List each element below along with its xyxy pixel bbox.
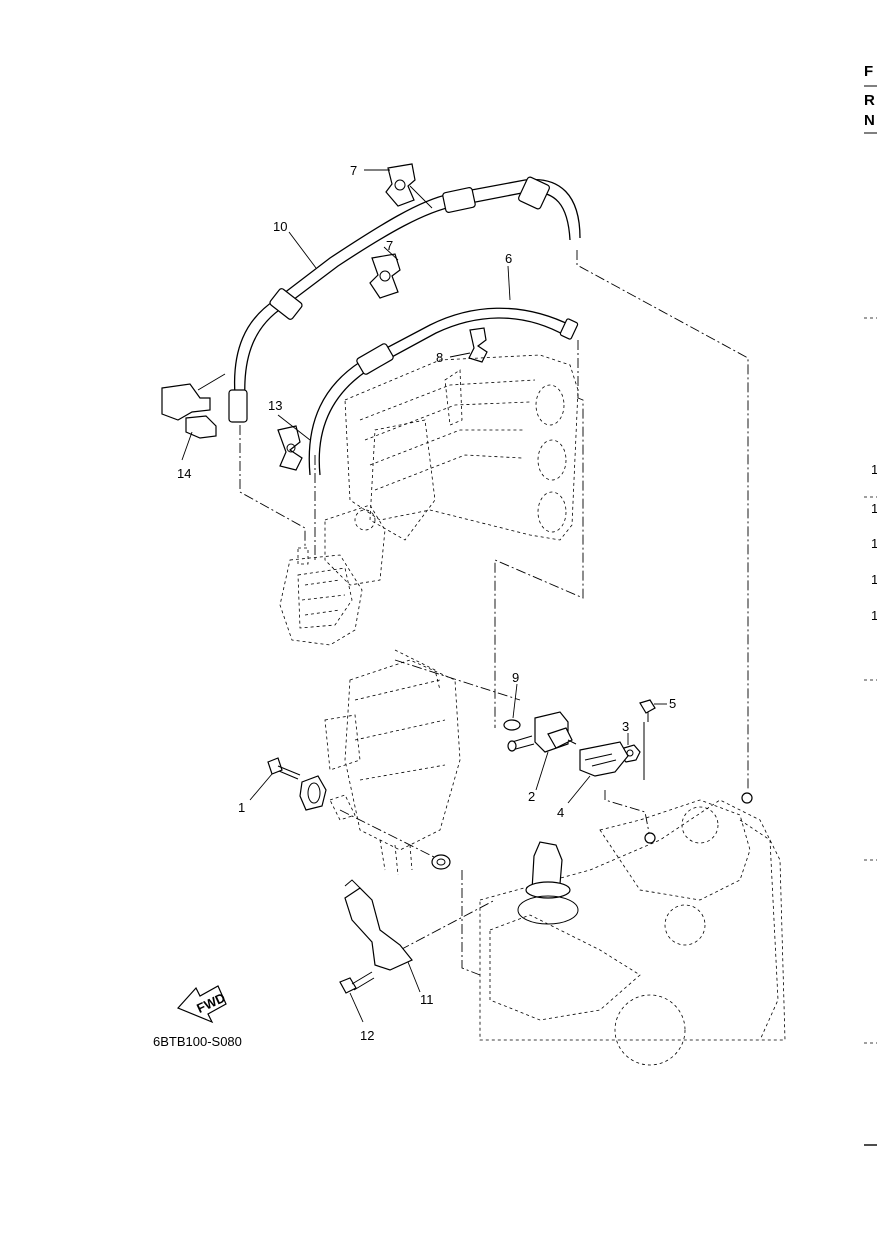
callout-3: 3 (622, 719, 629, 734)
leader-lines (181, 169, 667, 1023)
callout-7: 7 (386, 238, 393, 253)
clip-7-lower (369, 253, 401, 299)
callout-11: 11 (420, 992, 434, 1007)
hose-end-cap (228, 389, 248, 423)
clip-8 (468, 327, 488, 363)
edge-digit: 1 (871, 608, 877, 623)
collar (431, 854, 451, 870)
hose-joint (269, 288, 303, 320)
intake-manifold (344, 354, 579, 541)
callout-1: 1 (238, 800, 245, 815)
part-9-clamp (503, 719, 521, 731)
edge-letter: F (864, 63, 873, 80)
part-5-bolt (639, 699, 656, 780)
part-2-sensor (507, 711, 577, 753)
part-11-bracket (344, 879, 413, 971)
part-4-bracket (579, 741, 629, 777)
hose-10 (228, 176, 581, 423)
fwd-arrow-icon: FWD (176, 985, 227, 1024)
hose-joint (442, 187, 476, 213)
hose-joint (518, 176, 550, 210)
throttle-body (279, 504, 386, 646)
engine-block (479, 792, 786, 1066)
edge-digit: 1 (871, 536, 877, 551)
callout-14: 14 (177, 466, 191, 481)
hose-6 (308, 307, 579, 476)
callout-4: 4 (557, 805, 564, 820)
callout-7: 7 (350, 163, 357, 178)
callout-8: 8 (436, 350, 443, 365)
callout-9: 9 (512, 670, 519, 685)
edge-letter: N (864, 112, 875, 129)
callouts: 7 10 7 6 8 13 14 9 5 3 1 2 4 11 12 (177, 163, 676, 1043)
reference-lines (239, 250, 749, 976)
callout-12: 12 (360, 1028, 374, 1043)
edge-letter: R (864, 92, 875, 109)
edge-digit: 1 (871, 501, 877, 516)
callout-5: 5 (669, 696, 676, 711)
fuel-assembly (324, 649, 461, 876)
clip-14 (161, 383, 217, 439)
edge-digit: 1 (871, 572, 877, 587)
part-12-bolt (339, 971, 375, 994)
callout-13: 13 (268, 398, 282, 413)
diagram-code: 6BTB100-S080 (153, 1034, 242, 1049)
callout-2: 2 (528, 789, 535, 804)
callout-6: 6 (505, 251, 512, 266)
callout-10: 10 (273, 219, 287, 234)
edge-digit: 1 (871, 462, 877, 477)
bolt-1 (267, 757, 327, 811)
clip-13 (277, 425, 303, 471)
right-edge-text: F R N 1 1 1 1 1 (864, 63, 877, 1146)
clip-7-upper (385, 163, 416, 207)
hose-end-cap (559, 318, 579, 340)
hose-joint (356, 343, 394, 375)
